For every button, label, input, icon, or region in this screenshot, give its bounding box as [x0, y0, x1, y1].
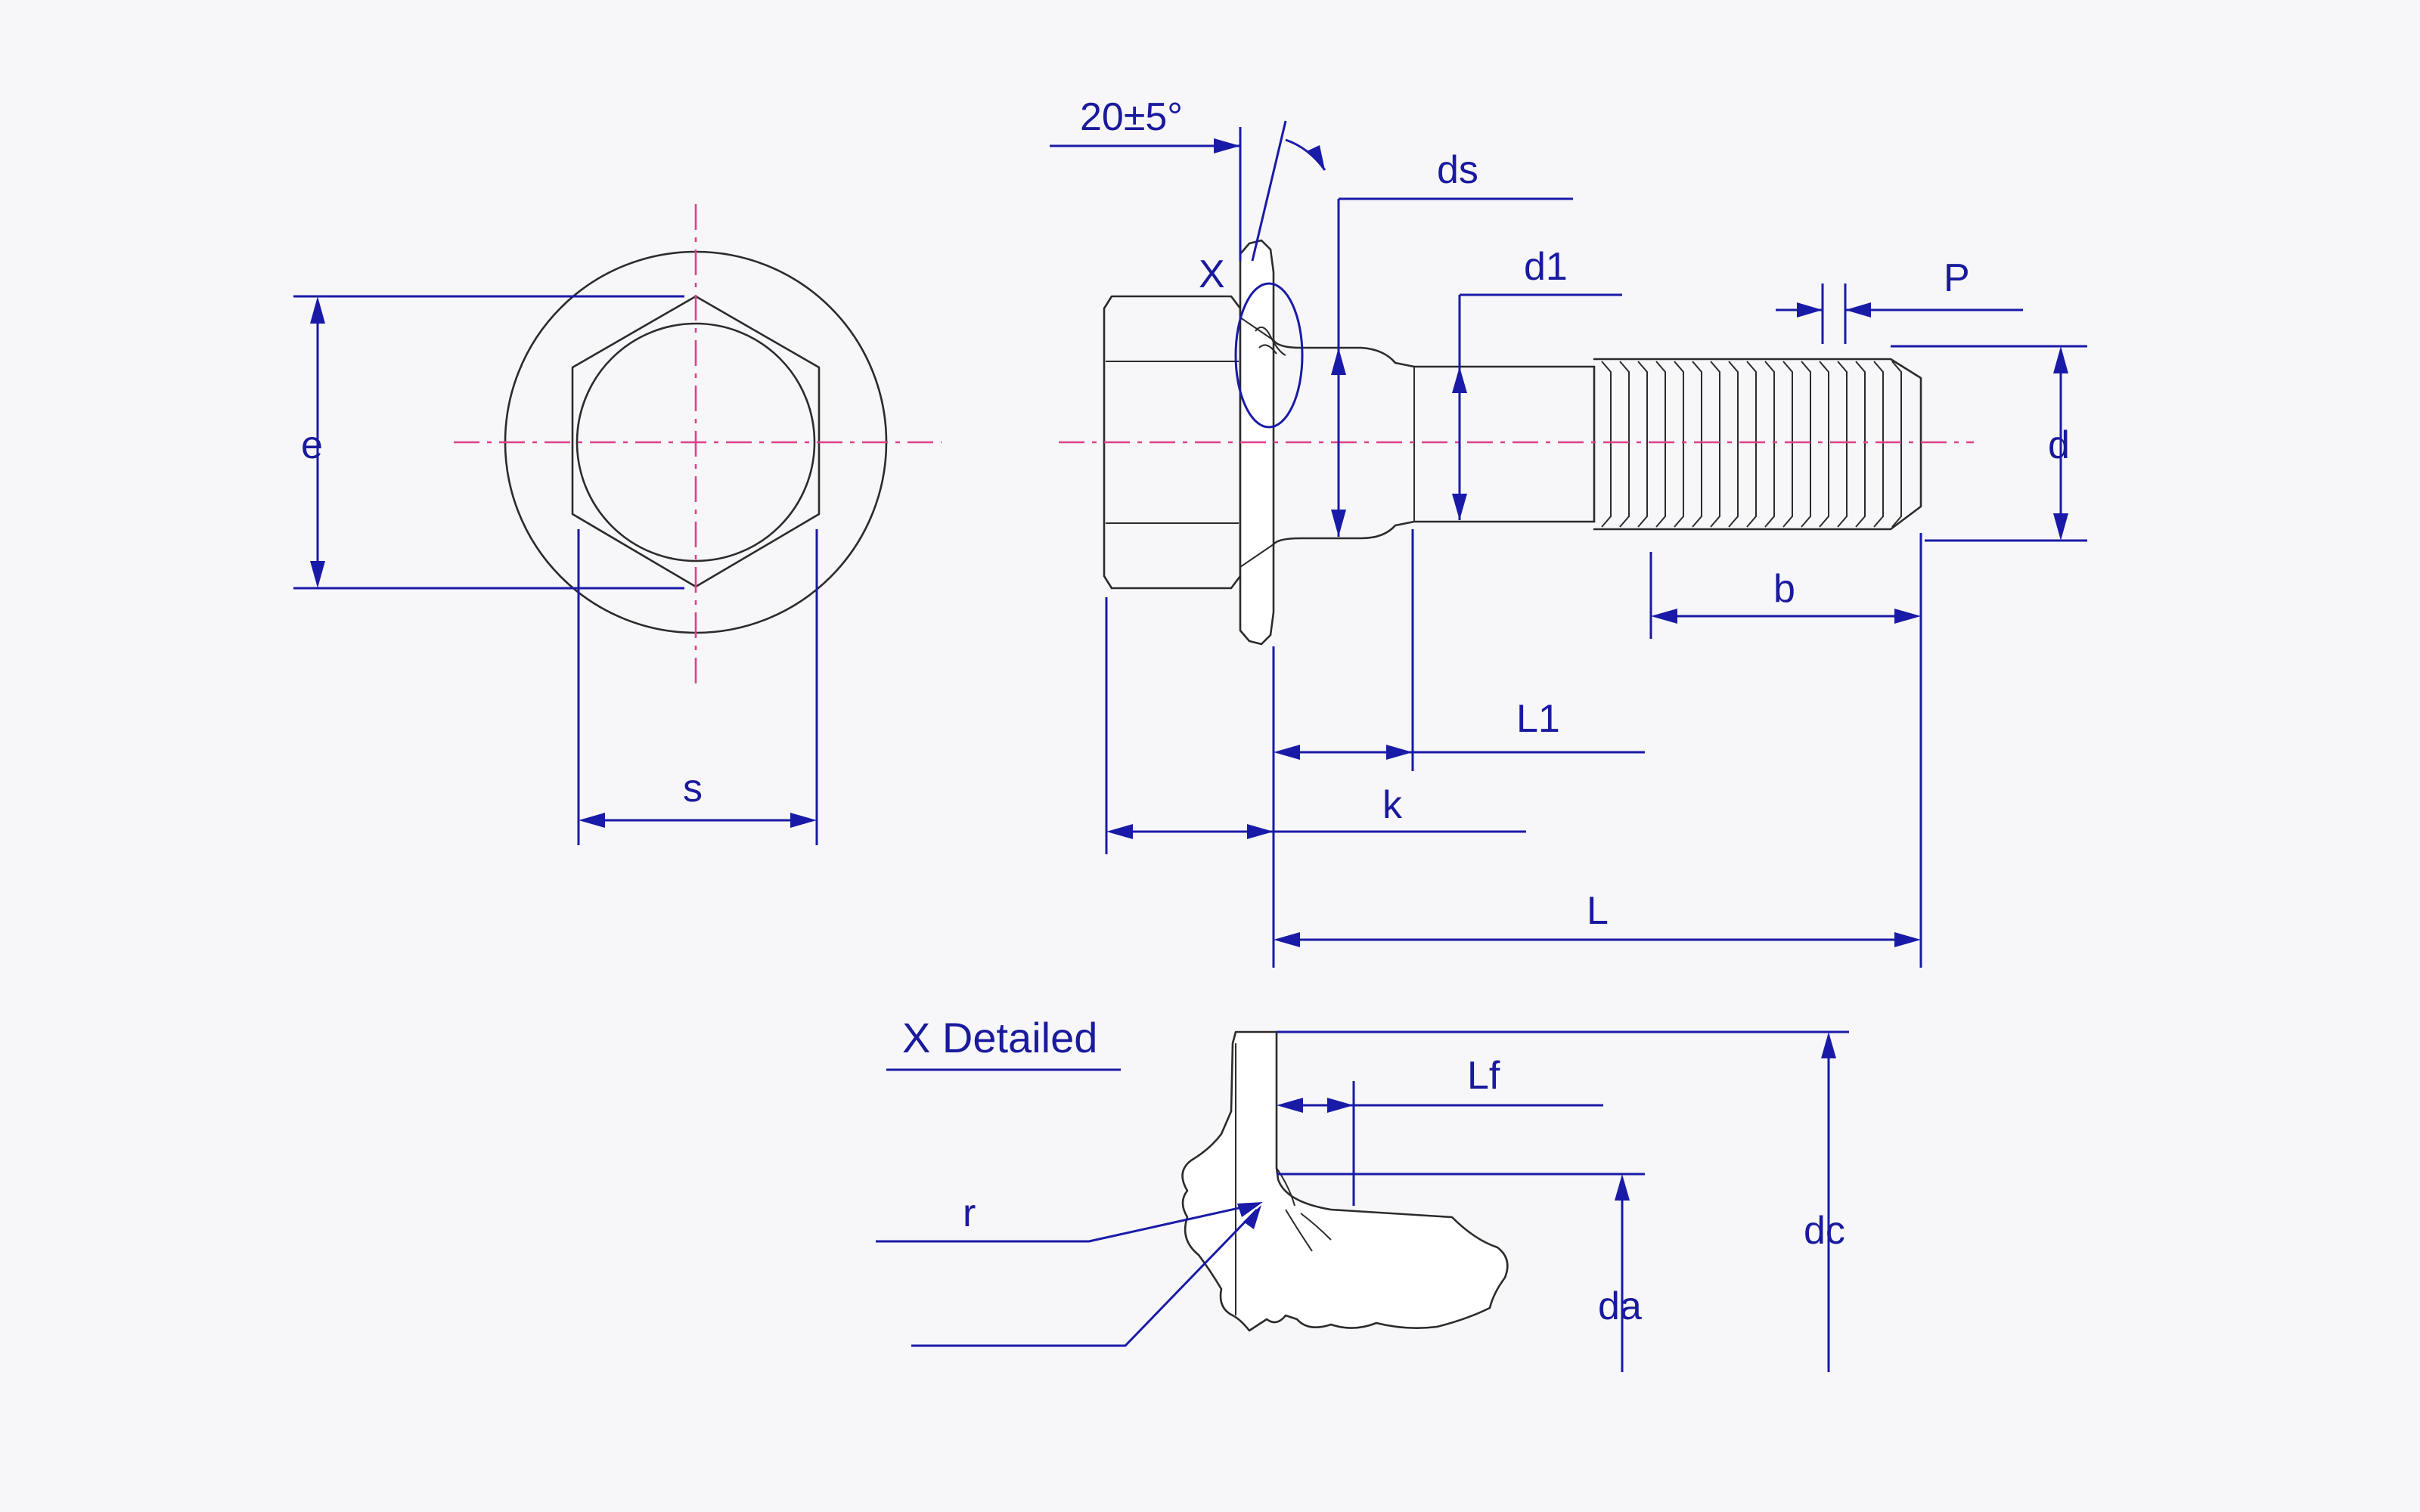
detail-title: X Detailed	[902, 1014, 1097, 1061]
inner-bearing-circle	[576, 322, 816, 562]
dimension-b: b	[1649, 533, 1922, 968]
thread-crests	[1601, 361, 1902, 528]
detail-x-circle	[1234, 282, 1304, 429]
dimension-e: e	[293, 295, 684, 590]
label-p: P	[1944, 256, 1970, 300]
dimension-r: r	[876, 1191, 1263, 1243]
thread-crest	[1837, 361, 1848, 528]
dimension-l: L	[1274, 889, 1921, 947]
thread-crest	[1801, 361, 1811, 528]
label-l1: L1	[1516, 697, 1560, 741]
thread-crest	[1692, 361, 1702, 528]
thread-crest	[1728, 361, 1739, 528]
label-b: b	[1773, 567, 1795, 611]
shank-outline	[1272, 339, 1596, 546]
thread-outline	[1593, 358, 1922, 531]
dimension-l1: L1	[1272, 529, 1645, 968]
thread-crest	[1674, 361, 1684, 528]
dimension-k: k	[1105, 597, 1526, 854]
thread-crest	[1764, 361, 1775, 528]
thread-crest	[1819, 361, 1829, 528]
detail-flange	[1181, 1030, 1509, 1332]
dimension-ds: ds	[1331, 148, 1573, 537]
thread-crest	[1710, 361, 1720, 528]
dimension-da: da	[1277, 1173, 1645, 1372]
label-l: L	[1587, 889, 1609, 933]
thread-crest	[1655, 361, 1666, 528]
label-s: s	[683, 767, 703, 810]
detail-x-view: X Detailed Lf dc da	[876, 1014, 1849, 1372]
thread-crest	[1601, 361, 1612, 528]
thread-crest	[1782, 361, 1793, 528]
label-da: da	[1598, 1284, 1642, 1328]
dimension-p: P	[1776, 256, 2023, 344]
thread-crest	[1891, 361, 1902, 528]
dimension-lf: Lf	[1277, 1054, 1603, 1206]
label-x-marker: X	[1199, 253, 1225, 296]
label-e: e	[301, 423, 323, 467]
end-view: e s	[293, 204, 942, 845]
side-view: 20±5° X ds d1 P	[1050, 95, 2087, 968]
dimension-d1: d1	[1452, 245, 1622, 520]
label-ds: ds	[1437, 148, 1478, 192]
thread-crest	[1855, 361, 1866, 528]
hex-head-side	[1103, 295, 1242, 590]
thread-crest	[1619, 361, 1630, 528]
thread-crest	[1637, 361, 1648, 528]
label-angle: 20±5°	[1080, 95, 1183, 139]
dimension-angle: 20±5°	[1050, 95, 1326, 262]
label-r: r	[963, 1191, 976, 1235]
fillet-leader	[911, 1205, 1261, 1347]
thread-crest	[1746, 361, 1757, 528]
label-d: d	[2048, 423, 2070, 467]
label-dc: dc	[1804, 1209, 1845, 1253]
label-d1: d1	[1524, 245, 1568, 289]
dimension-dc: dc	[1277, 1030, 1849, 1372]
label-lf: Lf	[1467, 1054, 1500, 1098]
label-k: k	[1382, 783, 1403, 827]
thread-crest	[1873, 361, 1884, 528]
dimension-d: d	[1891, 345, 2087, 542]
dimension-s: s	[577, 529, 818, 845]
